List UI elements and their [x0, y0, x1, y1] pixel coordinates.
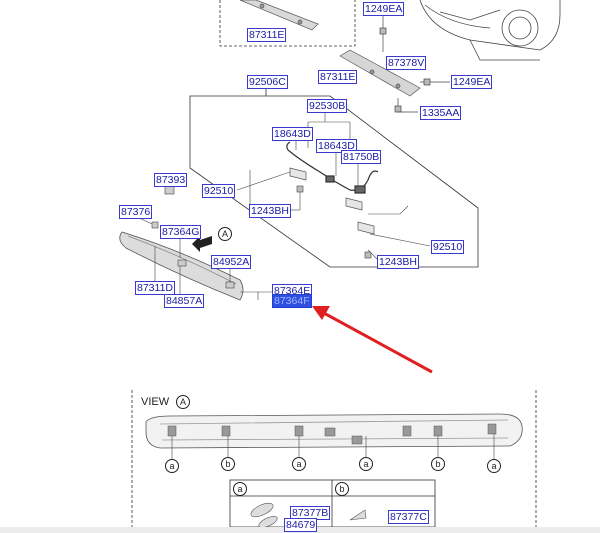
part-label-1335aa[interactable]: 1335AA: [420, 106, 462, 120]
part-label-18643d-a[interactable]: 18643D: [272, 127, 313, 141]
part-label-87378v[interactable]: 87378V: [386, 56, 427, 70]
part-label-87364f[interactable]: 87364F: [272, 294, 312, 308]
top-detail-frame: [219, 0, 356, 47]
license-lamp-left: [289, 167, 307, 181]
part-label-18643d-b[interactable]: 18643D: [316, 139, 357, 153]
part-label-1243bh-right[interactable]: 1243BH: [377, 255, 419, 269]
marker-b: b: [221, 457, 235, 471]
direction-arrow: [192, 236, 212, 252]
part-label-87311d[interactable]: 87311D: [135, 281, 176, 295]
view-label: VIEW: [141, 396, 170, 408]
part-label-87311e-top[interactable]: 87311E: [247, 28, 287, 42]
license-lamp-right: [345, 197, 375, 235]
part-label-92530b[interactable]: 92530B: [307, 99, 348, 113]
legend-marker-b: b: [335, 482, 349, 496]
red-pointer-arrow: [312, 306, 433, 374]
part-label-87376[interactable]: 87376: [119, 205, 153, 219]
marker-a: a: [292, 457, 306, 471]
part-label-1249ea-top[interactable]: 1249EA: [363, 2, 405, 16]
view-frame: [131, 390, 537, 527]
marker-a: a: [487, 459, 501, 473]
legend-marker-a: a: [233, 482, 247, 496]
part-label-87364g[interactable]: 87364G: [160, 225, 202, 239]
part-label-92506c[interactable]: 92506C: [247, 75, 288, 89]
marker-a: a: [359, 457, 373, 471]
part-label-87377c[interactable]: 87377C: [388, 510, 429, 524]
upper-bracket: [239, 0, 319, 31]
part-label-81750b[interactable]: 81750B: [341, 150, 382, 164]
marker-a: a: [165, 459, 179, 473]
license-bracket: [339, 49, 421, 97]
part-label-87393[interactable]: 87393: [154, 173, 188, 187]
part-label-1243bh-left[interactable]: 1243BH: [249, 204, 291, 218]
view-marker: A: [176, 395, 190, 409]
marker-b: b: [431, 457, 445, 471]
part-label-84952a[interactable]: 84952A: [211, 255, 252, 269]
part-label-84857a[interactable]: 84857A: [164, 294, 205, 308]
lamp-assembly-frame: [189, 88, 479, 268]
part-label-92510-right[interactable]: 92510: [431, 240, 465, 254]
part-label-1249ea-mid[interactable]: 1249EA: [451, 75, 493, 89]
vehicle-sketch: [419, 0, 561, 61]
part-label-87311e-mid[interactable]: 87311E: [318, 70, 358, 84]
part-label-84679[interactable]: 84679: [284, 518, 318, 532]
callout-marker: A: [218, 227, 232, 241]
part-label-92510-left[interactable]: 92510: [202, 184, 236, 198]
wiring-harness: [286, 141, 379, 194]
